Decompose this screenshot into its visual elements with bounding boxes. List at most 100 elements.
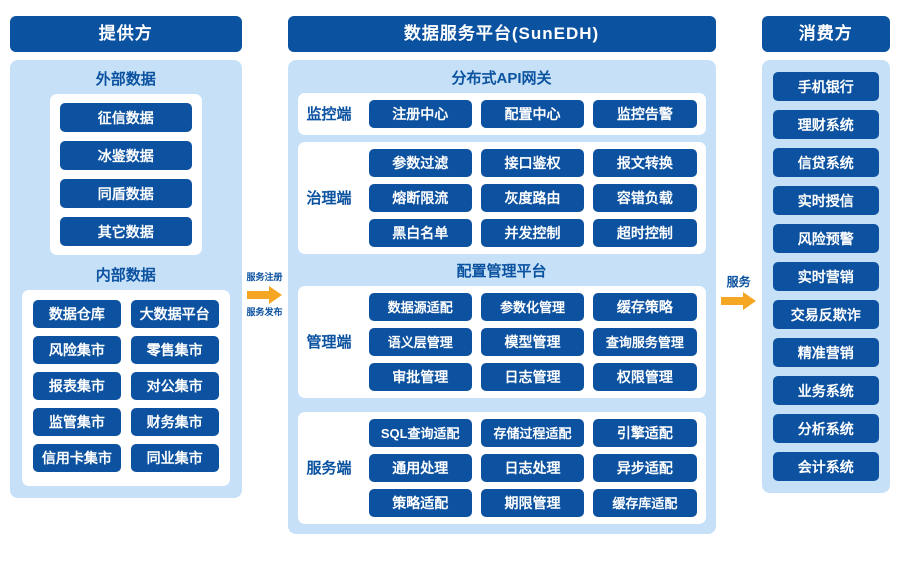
internal-data-item[interactable]: 对公集市 [130,372,219,400]
platform-item[interactable]: 存储过程适配 [480,419,585,447]
platform-item[interactable]: 超时控制 [593,219,697,247]
provider-header: 提供方 [10,16,242,52]
platform-item[interactable]: 黑白名单 [368,219,472,247]
external-data-item[interactable]: 同盾数据 [59,179,192,208]
internal-data-item[interactable]: 信用卡集市 [33,444,121,472]
row-line: 注册中心 配置中心 监控告警 [368,100,697,128]
platform-item[interactable]: 审批管理 [368,363,472,391]
row-label-service: 服务端 [306,459,352,477]
external-data-item[interactable]: 征信数据 [59,103,192,132]
consumer-item[interactable]: 会计系统 [772,452,879,481]
internal-data-item[interactable]: 同业集市 [130,444,219,472]
consumer-item[interactable]: 交易反欺诈 [772,300,879,329]
connector-right-label: 服务 [726,274,751,289]
platform-item[interactable]: 语义层管理 [368,328,472,356]
consumer-item[interactable]: 分析系统 [772,414,879,443]
consumer-item[interactable]: 风险预警 [772,224,879,253]
platform-item[interactable]: 日志处理 [480,454,585,482]
platform-group-config-management: 配置管理平台 管理端 数据源适配 参数化管理 缓存策略 语义层管理 模型管理 查… [297,262,706,398]
platform-item[interactable]: 缓存策略 [593,293,697,321]
internal-data-item[interactable]: 报表集市 [33,372,121,400]
platform-item[interactable]: 权限管理 [593,363,697,391]
platform-item[interactable]: 通用处理 [368,454,472,482]
connector-left-label-top: 服务注册 [246,271,283,282]
internal-data-title: 内部数据 [95,267,156,284]
consumer-item[interactable]: 精准营销 [772,338,879,367]
config-management-title: 配置管理平台 [456,263,547,280]
internal-data-item[interactable]: 监管集市 [33,408,121,436]
platform-item[interactable]: 引擎适配 [593,419,697,447]
platform-item[interactable]: 熔断限流 [368,184,472,212]
external-data-title: 外部数据 [95,71,156,88]
external-data-panel: 征信数据 冰鉴数据 同盾数据 其它数据 [49,94,202,255]
row-service: 服务端 SQL查询适配 存储过程适配 引擎适配 通用处理 日志处理 异步适配 [297,412,706,524]
consumer-body: 手机银行 理财系统 信贷系统 实时授信 风险预警 实时营销 交易反欺诈 精准营销… [761,60,890,493]
row-line: 语义层管理 模型管理 查询服务管理 [368,328,697,356]
platform-item[interactable]: 报文转换 [593,149,697,177]
platform-item[interactable]: 日志管理 [480,363,585,391]
platform-item[interactable]: 灰度路由 [480,184,585,212]
row-management: 管理端 数据源适配 参数化管理 缓存策略 语义层管理 模型管理 查询服务管理 [297,286,706,398]
row-line: 审批管理 日志管理 权限管理 [368,363,697,391]
platform-item[interactable]: 参数化管理 [480,293,585,321]
row-items-monitor: 注册中心 配置中心 监控告警 [368,100,697,128]
internal-data-item[interactable]: 大数据平台 [130,300,219,328]
api-gateway-title: 分布式API网关 [451,70,552,87]
internal-data-item[interactable]: 风险集市 [33,336,121,364]
row-items-governance: 参数过滤 接口鉴权 报文转换 熔断限流 灰度路由 容错负载 黑白名单 并发控制 [368,149,697,247]
row-line: 黑白名单 并发控制 超时控制 [368,219,697,247]
platform-header: 数据服务平台(SunEDH) [287,16,716,52]
external-data-item[interactable]: 其它数据 [59,217,192,246]
row-label-monitor: 监控端 [306,105,352,123]
provider-column: 提供方 外部数据 征信数据 冰鉴数据 同盾数据 其它数据 内部数据 数据仓库 大… [10,16,242,498]
platform-item[interactable]: 数据源适配 [368,293,472,321]
arrow-right-icon [246,285,283,304]
consumer-item[interactable]: 理财系统 [772,110,879,139]
platform-item[interactable]: 缓存库适配 [593,489,697,517]
row-line: 熔断限流 灰度路由 容错负载 [368,184,697,212]
consumer-column: 消费方 手机银行 理财系统 信贷系统 实时授信 风险预警 实时营销 交易反欺诈 … [761,16,890,493]
row-items-management: 数据源适配 参数化管理 缓存策略 语义层管理 模型管理 查询服务管理 审批管理 … [368,293,697,391]
external-data-item[interactable]: 冰鉴数据 [59,141,192,170]
internal-data-item[interactable]: 零售集市 [130,336,219,364]
platform-group-service: 服务端 SQL查询适配 存储过程适配 引擎适配 通用处理 日志处理 异步适配 [297,406,706,524]
internal-data-item[interactable]: 数据仓库 [33,300,121,328]
row-line: 数据源适配 参数化管理 缓存策略 [368,293,697,321]
consumer-item[interactable]: 业务系统 [772,376,879,405]
platform-item[interactable]: 异步适配 [593,454,697,482]
platform-item[interactable]: 配置中心 [480,100,585,128]
platform-item[interactable]: 查询服务管理 [593,328,697,356]
platform-item[interactable]: 接口鉴权 [480,149,585,177]
connector-platform-to-consumer: 服务 [716,16,762,573]
row-monitor: 监控端 注册中心 配置中心 监控告警 [297,93,706,135]
row-items-service: SQL查询适配 存储过程适配 引擎适配 通用处理 日志处理 异步适配 策略适配 … [368,419,697,517]
platform-item[interactable]: 监控告警 [593,100,697,128]
platform-item[interactable]: 注册中心 [368,100,472,128]
row-line: 参数过滤 接口鉴权 报文转换 [368,149,697,177]
provider-body: 外部数据 征信数据 冰鉴数据 同盾数据 其它数据 内部数据 数据仓库 大数据平台… [10,60,242,498]
internal-data-panel: 数据仓库 大数据平台 风险集市 零售集市 报表集市 对公集市 监管集市 财务集市… [22,290,230,486]
consumer-item[interactable]: 实时授信 [772,186,879,215]
row-label-governance: 治理端 [306,189,352,207]
row-line: SQL查询适配 存储过程适配 引擎适配 [368,419,697,447]
row-line: 通用处理 日志处理 异步适配 [368,454,697,482]
platform-item[interactable]: SQL查询适配 [368,419,472,447]
internal-data-grid: 数据仓库 大数据平台 风险集市 零售集市 报表集市 对公集市 监管集市 财务集市… [33,300,219,472]
consumer-item[interactable]: 手机银行 [772,72,879,101]
platform-item[interactable]: 并发控制 [480,219,585,247]
platform-item[interactable]: 参数过滤 [368,149,472,177]
consumer-item[interactable]: 实时营销 [772,262,879,291]
platform-item[interactable]: 策略适配 [368,489,472,517]
internal-data-item[interactable]: 财务集市 [130,408,219,436]
platform-body: 分布式API网关 监控端 注册中心 配置中心 监控告警 治理端 [287,60,716,534]
platform-item[interactable]: 容错负载 [593,184,697,212]
platform-item[interactable]: 期限管理 [480,489,585,517]
platform-group-api-gateway: 分布式API网关 监控端 注册中心 配置中心 监控告警 治理端 [297,69,706,254]
consumer-item[interactable]: 信贷系统 [772,148,879,177]
platform-item[interactable]: 模型管理 [480,328,585,356]
consumer-header: 消费方 [761,16,890,52]
row-label-management: 管理端 [306,333,352,351]
connector-left-label-bottom: 服务发布 [246,306,283,317]
row-line: 策略适配 期限管理 缓存库适配 [368,489,697,517]
